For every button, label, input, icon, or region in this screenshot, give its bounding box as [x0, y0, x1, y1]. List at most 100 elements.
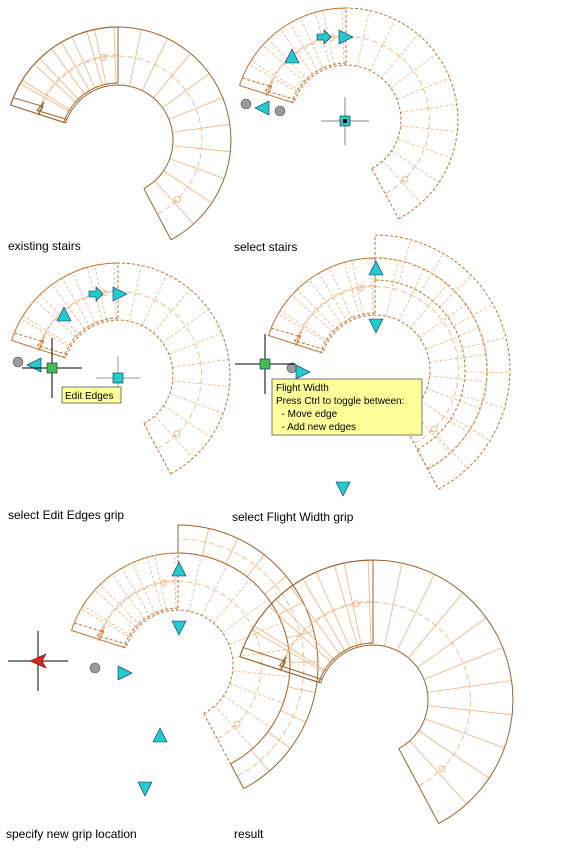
stair-tread-line [132, 562, 156, 614]
caption-select-stairs: select stairs [234, 240, 297, 254]
triangle-grip-icon [284, 48, 300, 64]
stair-outer-edge [374, 234, 511, 490]
stair-tread-line [229, 683, 284, 704]
stair-break-line [13, 97, 68, 120]
stair-inner-edge [65, 319, 174, 425]
stair-inner-edge [123, 607, 178, 648]
stair-inner-edge [320, 644, 429, 750]
stair-tread-line [82, 605, 132, 637]
stair-tread-line [289, 22, 319, 73]
stair-tread-line [279, 310, 329, 342]
stair-tread-line [419, 303, 466, 338]
stair-break-line [271, 327, 325, 350]
stair-tread-line [141, 274, 168, 326]
stair-tread-line [153, 288, 191, 334]
stair-tread-line [423, 647, 503, 680]
stair-inner-edge [65, 84, 174, 190]
stair-path-line [266, 36, 430, 195]
arrow-grip-icon [316, 29, 332, 45]
stair-end-marker [173, 195, 181, 203]
stair-outer-edge [177, 524, 319, 790]
triangle-grip-icon [137, 781, 153, 797]
stair-tread-line [99, 584, 141, 626]
stair-tread-line [162, 308, 209, 343]
stair-end-marker [430, 425, 438, 433]
stair-tread-line [168, 97, 223, 120]
stair-tread-line [51, 284, 85, 330]
stair-tread-line [453, 303, 494, 327]
panel-select-flight-width-grip [235, 234, 511, 497]
stair-tread-line [154, 415, 194, 459]
stair-outer-edge [10, 26, 119, 106]
stair-end-edge [11, 339, 64, 358]
stair-start-marker [357, 284, 364, 292]
stair-path-line [374, 257, 488, 470]
stair-tread-line [163, 405, 212, 438]
stair-outer-edge [11, 262, 119, 341]
triangle-grip-icon [152, 727, 168, 743]
stair-tread-line [381, 33, 419, 79]
stair-tread-line [222, 598, 269, 633]
stair-tread-line [279, 29, 313, 75]
triangle-grip-icon [254, 100, 270, 116]
stair-tread-line [424, 718, 505, 749]
stair-tread-line [369, 19, 396, 71]
edit-edges-tooltip-text: Edit Edges [65, 391, 113, 402]
stair-tread-line [262, 44, 304, 83]
stair-tread-line [213, 578, 251, 624]
stair-inner-edge [318, 642, 373, 683]
stair-tread-line [20, 318, 69, 347]
stair-tread-line [80, 608, 129, 637]
stair-tread-line [129, 29, 142, 87]
triangle-grip-icon [295, 364, 311, 380]
stair-path-line [38, 291, 202, 450]
stair-tread-line [248, 63, 297, 92]
stair-end-edge [371, 168, 400, 220]
stair-end-edge [143, 188, 172, 241]
stair-tread-line [411, 410, 451, 454]
stair-tread-line [71, 36, 96, 89]
stair-tread-line [400, 104, 457, 113]
stair-inner-edge [293, 64, 402, 170]
stair-outer-edge [239, 7, 459, 220]
stair-break-line [242, 77, 296, 100]
stair-tread-line [429, 354, 486, 363]
stair-outer-edge [10, 26, 232, 241]
stair-tread-line [146, 557, 164, 613]
stair-tread-line [162, 73, 210, 108]
stair-tread-line [264, 575, 287, 595]
triangle-grip-icon [335, 481, 351, 497]
panel-result [239, 559, 514, 825]
square-grip-icon [46, 362, 58, 374]
stair-tread-line [19, 83, 69, 112]
stair-tread-line [168, 332, 222, 355]
stair-tread-line [296, 289, 338, 331]
stair-outer-edge [239, 559, 514, 825]
stair-tread-line [214, 705, 254, 749]
stair-outer-edge [268, 257, 488, 470]
triangle-grip-icon [368, 260, 384, 276]
stair-end-edge [143, 423, 172, 475]
stair-tread-line [121, 567, 151, 618]
stair-outer-edge [11, 262, 231, 475]
stair-end-marker [233, 720, 241, 728]
stair-break-line [14, 332, 68, 355]
stair-end-edge [268, 334, 321, 353]
stair-tread-line [172, 380, 230, 388]
triangle-grip-icon [171, 561, 187, 577]
circle-grip-icon [89, 662, 101, 674]
stair-tread-line [396, 77, 450, 100]
stair-tread-line [341, 8, 345, 66]
stair-tread-line [113, 263, 117, 321]
stair-tread-line [51, 48, 85, 95]
stair-tread-line [308, 279, 342, 325]
panel-specify-new-grip-location [8, 524, 319, 797]
triangle-grip-icon [117, 665, 133, 681]
stair-tread-line [390, 53, 437, 88]
panel-existing-stairs [10, 26, 232, 241]
stair-end-edge [398, 748, 440, 824]
edit-edges-tooltip: Edit Edges [61, 386, 122, 404]
stair-tread-line [86, 267, 104, 323]
stair-tread-line [370, 258, 374, 316]
stair-inner-edge [322, 314, 431, 420]
